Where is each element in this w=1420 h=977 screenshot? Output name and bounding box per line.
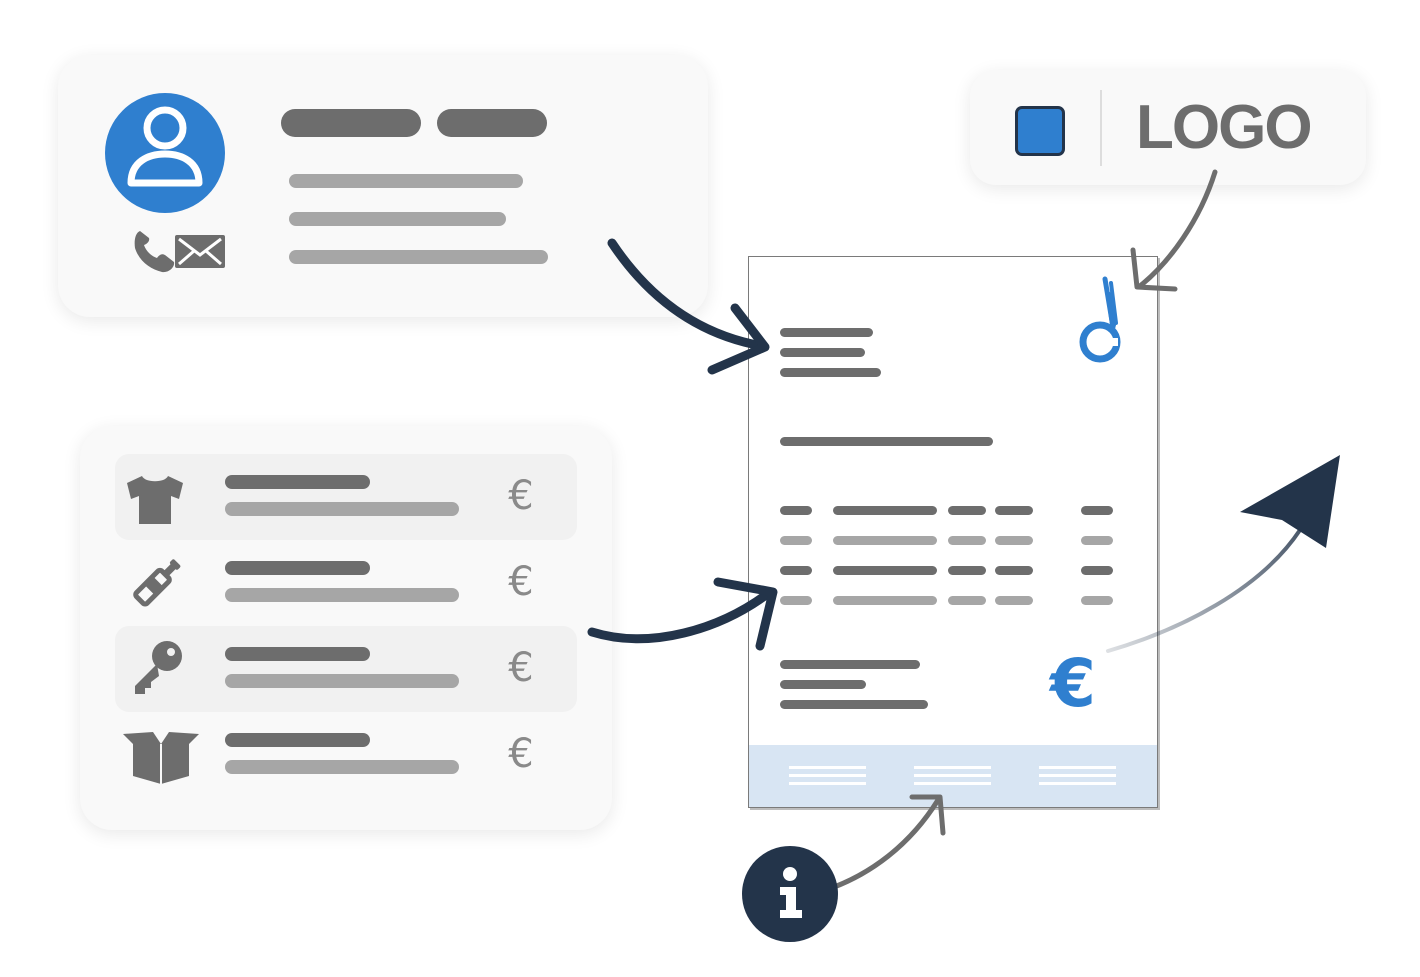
footer-line <box>789 782 866 785</box>
list-item: € <box>115 712 577 798</box>
list-item: € <box>115 454 577 540</box>
phone-icon <box>134 231 175 273</box>
logo-color-swatch <box>1015 106 1065 156</box>
company-logo-icon <box>1079 276 1121 363</box>
logo-text: LOGO <box>1136 93 1313 162</box>
table-cell <box>1081 596 1113 605</box>
item-title-line <box>225 561 370 575</box>
table-cell <box>833 566 937 575</box>
mail-icon <box>175 235 225 268</box>
invoice-footer <box>749 745 1157 807</box>
table-cell <box>1081 566 1113 575</box>
item-title-line <box>225 733 370 747</box>
euro-icon: € <box>508 645 534 691</box>
euro-icon: € <box>508 731 534 777</box>
footer-line <box>789 774 866 777</box>
total-line-3 <box>780 700 928 709</box>
sender-line-2 <box>780 348 865 357</box>
table-cell <box>780 596 812 605</box>
table-cell <box>948 536 986 545</box>
footer-line <box>1039 774 1116 777</box>
send-arrow-head <box>1240 455 1340 548</box>
info-icon <box>742 846 838 942</box>
sender-line-1 <box>780 328 873 337</box>
total-line-1 <box>780 660 920 669</box>
arrow-head <box>1130 247 1178 292</box>
arrow-contact-to-invoice <box>607 238 767 351</box>
address-line-2 <box>289 212 506 226</box>
item-desc-line <box>225 588 459 602</box>
arrow-info-to-footer <box>823 797 941 893</box>
item-desc-line <box>225 760 459 774</box>
user-avatar-icon <box>105 93 225 213</box>
item-title-line <box>225 647 370 661</box>
arrow-head <box>707 303 770 375</box>
table-cell <box>948 596 986 605</box>
table-cell <box>995 506 1033 515</box>
logo-card: LOGO <box>970 70 1366 185</box>
arrow-head <box>909 794 946 836</box>
table-cell <box>995 536 1033 545</box>
footer-line <box>914 782 991 785</box>
items-card: € € € <box>80 426 612 830</box>
name-line-first <box>281 109 421 137</box>
footer-line <box>914 774 991 777</box>
logo-divider <box>1100 90 1102 166</box>
table-cell <box>833 596 937 605</box>
arrow-items-to-invoice <box>587 587 775 644</box>
euro-icon: € <box>1050 645 1096 722</box>
table-cell <box>833 536 937 545</box>
table-cell <box>1081 536 1113 545</box>
table-cell <box>948 506 986 515</box>
euro-icon: € <box>508 559 534 605</box>
table-cell <box>995 596 1033 605</box>
list-item: € <box>115 540 577 626</box>
table-cell <box>780 506 812 515</box>
address-line-1 <box>289 174 523 188</box>
arrow-head <box>713 577 778 651</box>
arrow-send-out <box>1106 528 1302 653</box>
box-icon <box>123 732 199 784</box>
address-line-3 <box>289 250 548 264</box>
table-cell <box>948 566 986 575</box>
table-cell <box>995 566 1033 575</box>
item-desc-line <box>225 502 459 516</box>
euro-icon: € <box>508 473 534 519</box>
item-title-line <box>225 475 370 489</box>
item-desc-line <box>225 674 459 688</box>
table-cell <box>780 566 812 575</box>
sender-line-3 <box>780 368 881 377</box>
footer-line <box>914 766 991 769</box>
table-cell <box>833 506 937 515</box>
footer-line <box>1039 766 1116 769</box>
subject-line <box>780 437 993 446</box>
table-cell <box>780 536 812 545</box>
table-cell <box>1081 506 1113 515</box>
name-line-last <box>437 109 547 137</box>
invoice-document: € <box>748 256 1158 808</box>
footer-line <box>1039 782 1116 785</box>
footer-line <box>789 766 866 769</box>
bottle-icon <box>133 559 181 607</box>
contact-card <box>58 55 708 317</box>
key-icon <box>135 641 182 694</box>
list-item: € <box>115 626 577 712</box>
tshirt-icon <box>127 476 183 524</box>
total-line-2 <box>780 680 866 689</box>
arrow-logo-to-invoice <box>1137 169 1218 289</box>
